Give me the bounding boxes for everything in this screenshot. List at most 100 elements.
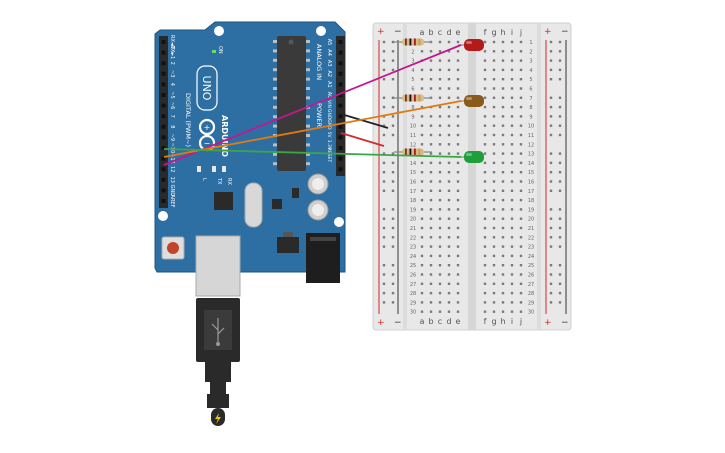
breadboard-hole [420,254,424,258]
breadboard-hole [519,152,523,155]
breadboard-hole [438,40,442,44]
breadboard-hole [429,180,433,183]
power-jack [306,233,340,283]
breadboard-hole [420,115,424,118]
breadboard-hole [492,78,496,81]
breadboard-hole [501,208,505,211]
rail-hole [549,161,553,165]
rail-plus-top-right: + [544,27,552,37]
rail-hole [391,115,395,118]
digital-pin-label: 12 [169,166,175,172]
rail-minus-bottom-right: − [561,318,569,328]
rail-hole [549,68,553,72]
breadboard-hole [438,115,442,118]
rail-hole [558,291,562,295]
rail-hole [391,217,395,220]
breadboard-hole [492,171,496,174]
breadboard-hole [429,59,433,62]
header-pin [338,103,343,108]
row-number: 4 [529,68,532,74]
breadboard-hole [429,143,433,146]
resistor [394,148,432,156]
rail-hole [549,59,553,62]
rail-hole [391,161,395,165]
breadboard-hole [447,115,451,118]
breadboard-hole [519,50,523,53]
row-number: 25 [528,263,534,269]
breadboard-hole [447,236,451,239]
breadboard-hole [429,236,433,239]
breadboard-hole [519,282,523,285]
breadboard-hole [492,310,496,313]
rail-hole [549,217,553,220]
header-pin [161,199,166,203]
rail-hole [391,282,395,285]
breadboard-hole [447,189,451,192]
breadboard-hole [519,245,523,248]
column-label: g [491,28,496,37]
breadboard-hole [483,124,487,127]
breadboard-hole [492,143,496,146]
breadboard-hole [492,50,496,53]
breadboard-hole [483,96,487,99]
power-header-pins [338,40,343,172]
column-label: g [491,317,496,326]
header-pin [338,146,343,150]
breadboard-hole [519,291,523,295]
l-led [197,166,201,172]
column-label: c [438,28,442,37]
rail-hole [549,124,553,127]
breadboard-hole [483,87,487,90]
rail-hole [558,273,562,276]
breadboard-hole [456,310,460,313]
row-number: 27 [528,282,534,288]
column-label: f [484,317,487,326]
rail-hole [549,152,553,155]
breadboard-hole [510,236,514,239]
breadboard-hole [492,236,496,239]
breadboard-hole [501,198,505,202]
digital-pin-label: ~11 [169,153,175,164]
rail-hole [391,78,395,81]
breadboard-hole [492,291,496,295]
breadboard-hole [420,236,424,239]
breadboard-hole [438,68,442,72]
breadboard-hole [501,50,505,53]
wire-red [340,132,385,147]
rail-hole [558,105,562,109]
rx-label: RX [226,178,232,185]
breadboard-hole [492,87,496,90]
header-pin [338,124,343,129]
row-number: 18 [528,198,534,204]
rail-hole [382,245,386,248]
breadboard-hole [438,291,442,295]
rail-hole [558,133,562,137]
breadboard-hole [483,50,487,53]
leds [458,39,484,163]
column-label: c [438,317,442,326]
digital-pin-label: ~5 [169,91,175,98]
breadboard-hole [420,198,424,202]
analog-pin-label: A0 [326,92,332,99]
breadboard-hole [447,59,451,62]
breadboard-hole [510,87,514,90]
row-number: 6 [411,87,414,93]
breadboard-hole [447,282,451,285]
breadboard-hole [510,133,514,137]
small-chip [272,199,282,209]
rail-hole [382,40,386,44]
rail-hole [558,115,562,118]
row-number: 7 [529,96,532,102]
breadboard-hole [447,78,451,81]
breadboard-hole [510,245,514,248]
breadboard-hole [438,59,442,62]
breadboard-hole [438,226,442,230]
breadboard-hole [420,171,424,174]
row-number: 3 [411,59,414,65]
breadboard-hole [483,40,487,44]
breadboard-hole [420,143,424,146]
breadboard-hole [438,180,442,183]
rail-hole [558,264,562,267]
